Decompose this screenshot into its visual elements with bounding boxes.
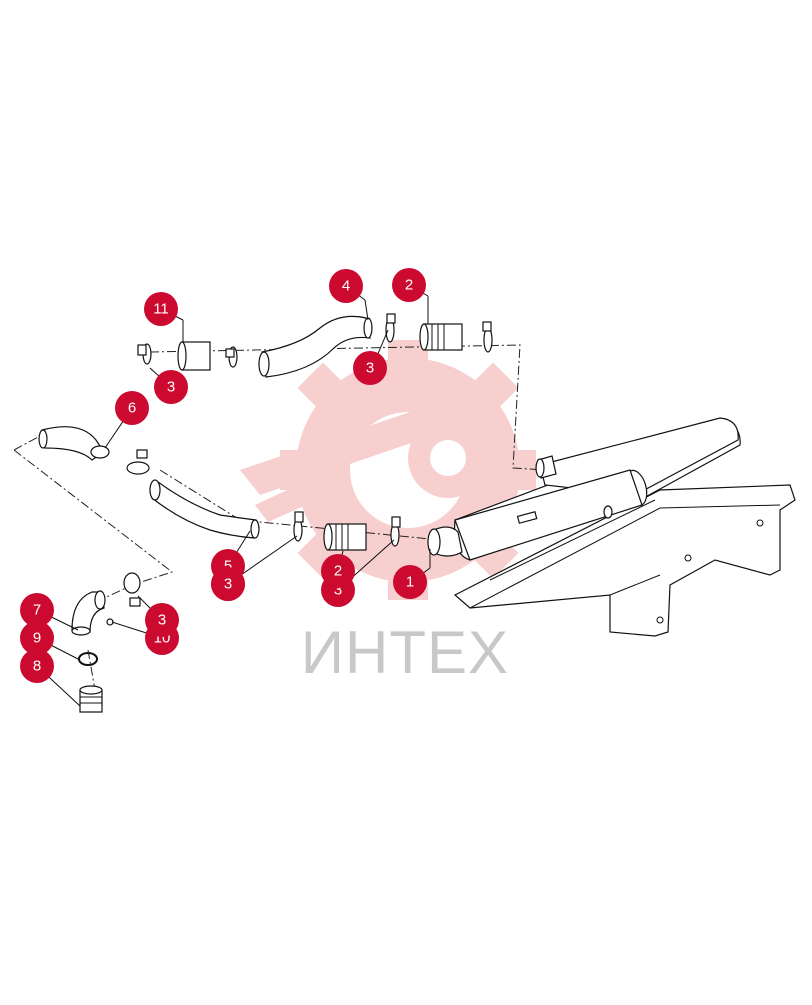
elbow-6 bbox=[38, 426, 110, 461]
callout-number: 8 bbox=[33, 658, 41, 675]
callout-3: 3 bbox=[145, 603, 179, 637]
callout-8: 8 bbox=[20, 649, 54, 683]
sleeve-2-lower bbox=[323, 523, 367, 551]
callout-circle bbox=[353, 351, 387, 385]
callout-3: 3 bbox=[154, 370, 188, 404]
watermark-text: ИНТЕХ bbox=[300, 619, 510, 686]
callout-3: 3 bbox=[353, 351, 387, 385]
elbow-7 bbox=[71, 590, 106, 636]
callout-number: 1 bbox=[406, 574, 414, 591]
callout-number: 3 bbox=[366, 360, 374, 377]
callout-circle bbox=[145, 603, 179, 637]
callout-3: 3 bbox=[211, 567, 245, 601]
callout-9: 9 bbox=[20, 621, 54, 655]
callout-6: 6 bbox=[115, 391, 149, 425]
callout-2: 2 bbox=[321, 554, 355, 588]
callout-number: 2 bbox=[334, 563, 342, 580]
callout-circle bbox=[20, 621, 54, 655]
callout-4: 4 bbox=[329, 269, 363, 303]
callout-badges: 5533210311423361798 bbox=[20, 268, 427, 683]
callout-circle bbox=[211, 567, 245, 601]
callout-number: 6 bbox=[128, 400, 136, 417]
sleeve-2-upper bbox=[419, 323, 463, 351]
callout-number: 4 bbox=[342, 278, 350, 295]
callout-number: 11 bbox=[153, 301, 169, 318]
hose-upper-bent bbox=[258, 315, 373, 378]
callout-circle bbox=[20, 593, 54, 627]
callout-circle bbox=[393, 565, 427, 599]
callout-11: 11 bbox=[144, 292, 178, 326]
callout-number: 7 bbox=[33, 602, 41, 619]
callout-number: 3 bbox=[334, 582, 342, 599]
hose-lower-bent bbox=[149, 479, 260, 539]
callout-2: 2 bbox=[392, 268, 426, 302]
callout-number: 3 bbox=[158, 612, 166, 629]
o-ring-9 bbox=[78, 652, 98, 666]
callout-7: 7 bbox=[20, 593, 54, 627]
mounting-frame bbox=[453, 484, 796, 637]
callout-circle bbox=[154, 370, 188, 404]
callout-circle bbox=[144, 292, 178, 326]
callout-number: 3 bbox=[224, 576, 232, 593]
hose-clamps bbox=[123, 313, 493, 607]
callout-circle bbox=[329, 269, 363, 303]
callout-number: 3 bbox=[167, 379, 175, 396]
gear-wrench-logo bbox=[240, 340, 536, 600]
fitting-8 bbox=[79, 685, 103, 713]
callout-circle bbox=[392, 268, 426, 302]
intercooler bbox=[427, 417, 741, 561]
callout-number: 5 bbox=[224, 558, 232, 575]
callout-1: 1 bbox=[393, 565, 427, 599]
callout-circle bbox=[321, 554, 355, 588]
callout-circle bbox=[20, 649, 54, 683]
sleeve-11 bbox=[177, 341, 211, 371]
callout-number: 9 bbox=[33, 630, 41, 647]
callout-number: 2 bbox=[405, 277, 413, 294]
callout-circle bbox=[115, 391, 149, 425]
